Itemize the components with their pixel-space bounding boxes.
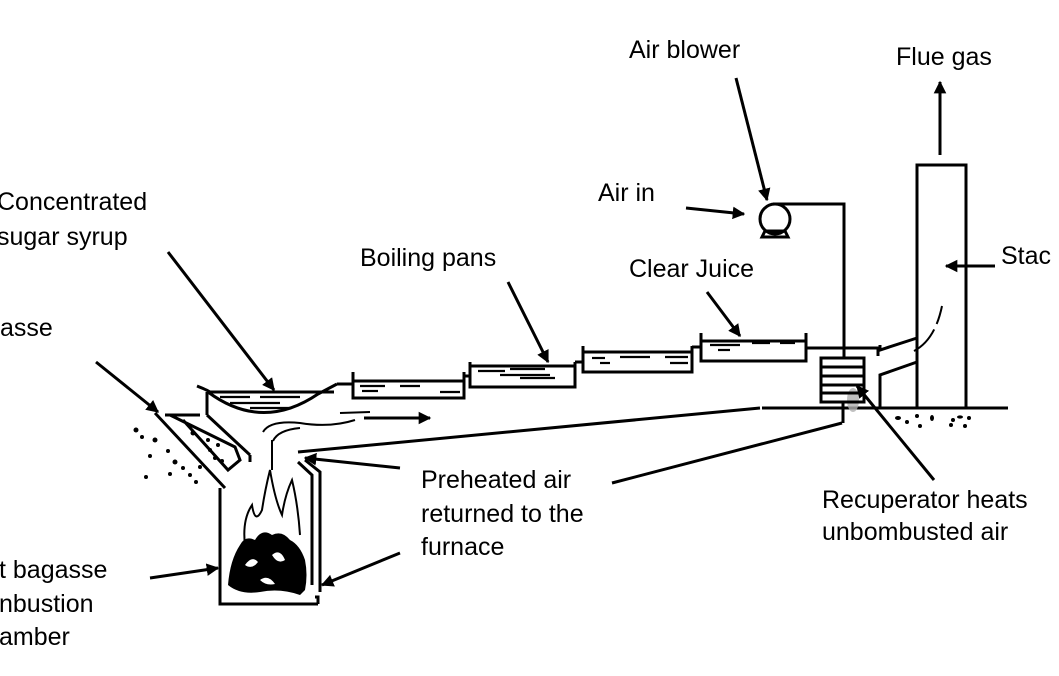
- arrow-concentrated-syrup: [166, 251, 276, 391]
- label-recuperator-1: Recuperator heats: [822, 486, 1028, 514]
- label-boiling-pans: Boiling pans: [360, 244, 497, 272]
- arrow-preheated-to-duct: [303, 452, 401, 470]
- air-blower: [758, 202, 792, 239]
- boiling-pan-3: [581, 346, 694, 374]
- preheated-air-duct: [611, 421, 843, 485]
- label-concentrated-syrup-1: Concentrated: [0, 188, 148, 216]
- label-chamber-1: t bagasse: [0, 556, 108, 584]
- arrow-recuperator: [855, 385, 936, 481]
- label-concentrated-syrup-2: sugar syrup: [0, 223, 128, 251]
- fire: [228, 469, 307, 595]
- bagasse-particles: [133, 427, 224, 484]
- flue-duct-top: [806, 346, 880, 356]
- flue-duct-floor: [297, 406, 761, 454]
- label-preheated-2: returned to the: [421, 500, 584, 528]
- label-air-in: Air in: [598, 179, 655, 207]
- label-clear-juice: Clear Juice: [629, 255, 755, 283]
- boiling-pan-2: [468, 362, 577, 389]
- label-recuperator-2: unbombusted air: [822, 518, 1009, 546]
- label-chamber-2: nbustion: [0, 590, 94, 618]
- label-chamber-3: amber: [0, 623, 70, 651]
- label-flue-gas: Flue gas: [896, 43, 992, 71]
- label-bagasse: asse: [0, 314, 53, 342]
- stack: [878, 163, 968, 408]
- arrow-clear-juice: [705, 291, 742, 338]
- boiling-pan-4: [699, 333, 808, 363]
- label-preheated-1: Preheated air: [421, 466, 572, 494]
- arrow-chamber-inlet: [320, 551, 401, 587]
- label-preheated-3: furnace: [421, 533, 505, 561]
- arrow-air-in: [685, 206, 746, 220]
- ground-dots: [895, 414, 971, 428]
- arrow-chamber: [149, 563, 220, 580]
- label-air-blower: Air blower: [629, 36, 741, 64]
- blower-pipe: [773, 202, 846, 358]
- pointer-arrows: [95, 77, 995, 587]
- arrow-air-blower: [734, 77, 771, 202]
- recuperator: [819, 356, 866, 412]
- arrow-bagasse: [95, 360, 159, 414]
- syrup-pan: [196, 382, 353, 414]
- label-stack: Stac: [1001, 242, 1052, 270]
- boiling-pan-1: [351, 372, 466, 400]
- arrow-boiling-pans: [506, 281, 550, 364]
